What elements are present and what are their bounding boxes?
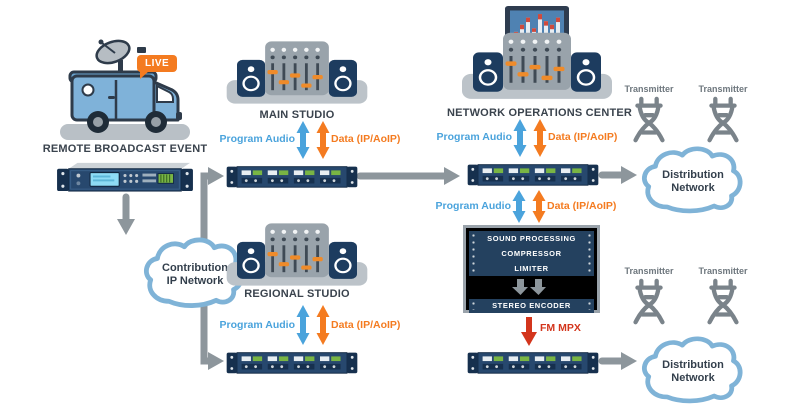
audio-codec-noc xyxy=(467,164,599,186)
noc-label: NETWORK OPERATIONS CENTER xyxy=(447,107,633,119)
cloud-icon xyxy=(641,336,743,404)
speaker-icon xyxy=(237,241,266,279)
audio-codec-mpx xyxy=(467,352,599,374)
noc-audio-data-arrows xyxy=(513,119,547,157)
arrow-mpx-codec-to-distribution xyxy=(598,352,637,370)
transmitter-icon xyxy=(627,96,671,144)
program-audio-label: Program Audio xyxy=(219,319,295,331)
regional-studio-console-icon xyxy=(226,223,368,286)
fm-mpx-label: FM MPX xyxy=(540,322,581,334)
remote-broadcast-label: REMOTE BROADCAST EVENT xyxy=(42,143,208,155)
program-audio-label: Program Audio xyxy=(219,133,295,145)
data-link-label: Data (IP/AoIP) xyxy=(331,133,401,145)
transmitter: Transmitter xyxy=(612,84,686,144)
transmitter: Transmitter xyxy=(686,266,760,326)
distribution-network-cloud-bottom: Distribution Network xyxy=(640,336,746,408)
transmitter-label: Transmitter xyxy=(698,84,748,94)
ob-van-icon xyxy=(60,39,190,140)
program-audio-label: Program Audio xyxy=(435,200,511,212)
arrow-main-codec-to-noc-codec xyxy=(356,167,460,185)
arrow-noc-codec-to-distribution xyxy=(598,166,637,184)
transmitter: Transmitter xyxy=(686,84,760,144)
transmitter-icon xyxy=(701,96,745,144)
distribution-network-cloud-top: Distribution Network xyxy=(640,146,746,218)
audio-codec-main-studio xyxy=(226,166,358,188)
speaker-icon xyxy=(571,52,601,92)
sound-processing-chain: SOUND PROCESSING COMPRESSOR LIMITER STER… xyxy=(463,225,600,313)
transmitter-group-bottom: Transmitter Transmitter xyxy=(612,266,760,326)
cloud-icon xyxy=(641,146,743,214)
audio-codec-regional-studio xyxy=(226,352,358,374)
speaker-icon xyxy=(328,241,357,279)
data-link-label: Data (IP/AoIP) xyxy=(548,131,618,143)
main-studio-audio-data-arrows xyxy=(296,121,330,159)
processing-internal-arrows xyxy=(512,279,546,295)
satellite-dish-icon xyxy=(95,39,146,76)
main-studio-label: MAIN STUDIO xyxy=(259,109,335,121)
speaker-icon xyxy=(473,52,503,92)
distribution-cloud-label: Distribution Network xyxy=(662,169,724,194)
arrow-encoder-to-codec-mpx xyxy=(521,317,537,346)
arrow-truck-codec-to-cloud xyxy=(117,193,135,235)
processing-panel: SOUND PROCESSING COMPRESSOR LIMITER xyxy=(469,231,594,276)
transmitter-group-top: Transmitter Transmitter xyxy=(612,84,760,144)
processing-stage-label: LIMITER xyxy=(514,264,549,273)
transmitter-icon xyxy=(627,278,671,326)
arrow-cloud-to-main-codec xyxy=(200,167,224,250)
processing-stage-label: COMPRESSOR xyxy=(501,249,562,258)
noc-console-icon xyxy=(462,6,612,99)
speaker-icon xyxy=(328,59,357,97)
live-badge: LIVE xyxy=(137,55,178,79)
transmitter-icon xyxy=(701,278,745,326)
data-link-label: Data (IP/AoIP) xyxy=(547,200,617,212)
distribution-cloud-label: Distribution Network xyxy=(662,359,724,384)
regional-studio-audio-data-arrows xyxy=(296,305,330,345)
main-studio-console-icon xyxy=(226,41,368,104)
transmitter-label: Transmitter xyxy=(624,266,674,276)
speaker-icon xyxy=(237,59,266,97)
program-audio-label: Program Audio xyxy=(436,131,512,143)
data-link-label: Data (IP/AoIP) xyxy=(331,319,401,331)
processing-stage-label: SOUND PROCESSING xyxy=(487,234,576,243)
audio-codec-truck xyxy=(57,162,193,192)
transmitter: Transmitter xyxy=(612,266,686,326)
codec-to-processor-audio-data-arrows xyxy=(512,190,546,223)
stereo-encoder-panel: STEREO ENCODER xyxy=(469,299,594,313)
arrow-cloud-to-regional-codec xyxy=(200,300,224,370)
transmitter-label: Transmitter xyxy=(624,84,674,94)
transmitter-label: Transmitter xyxy=(698,266,748,276)
regional-studio-label: REGIONAL STUDIO xyxy=(244,288,350,300)
